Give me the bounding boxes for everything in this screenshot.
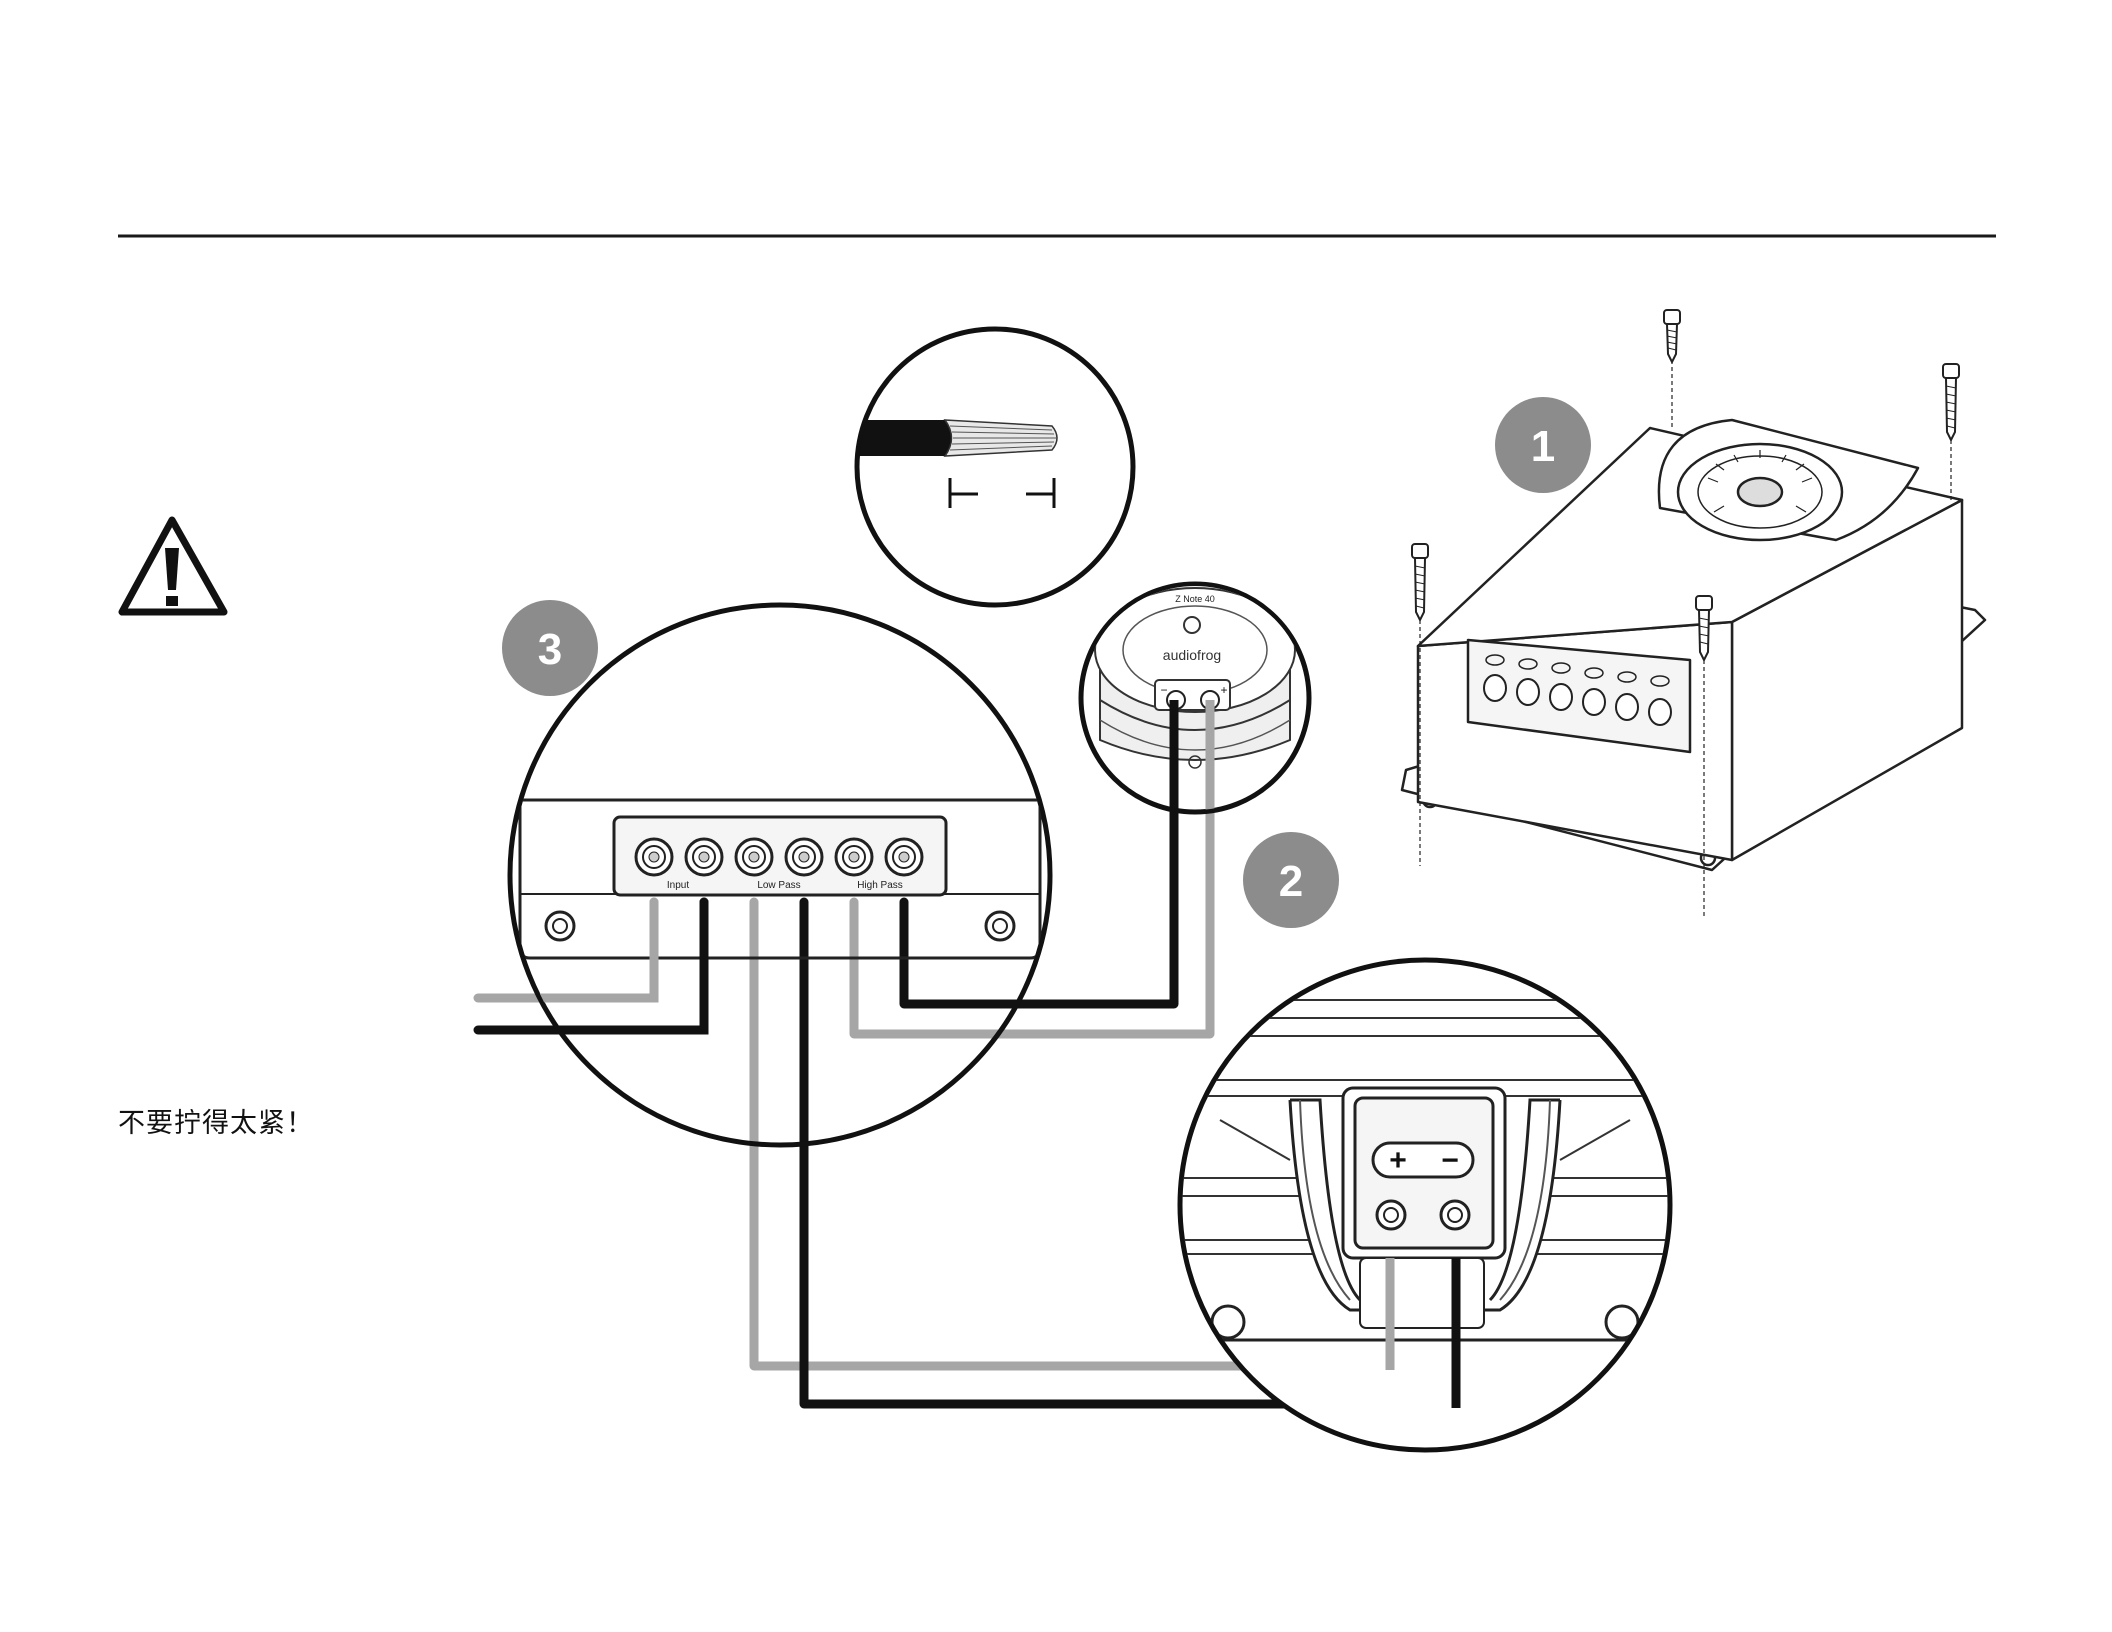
screw-icon	[1943, 364, 1959, 440]
step-badge-3: 3	[502, 600, 598, 696]
terminal-screw	[886, 839, 922, 875]
screw-icon	[1664, 310, 1680, 362]
woofer-terminal-closeup: + −	[1170, 960, 1680, 1450]
wire-strip-detail	[850, 329, 1133, 605]
input-wire-gray	[478, 902, 654, 998]
step-badge-2: 2	[1243, 832, 1339, 928]
screw-icon	[1412, 544, 1428, 620]
step-number-2: 2	[1279, 857, 1303, 906]
terminal-screw	[836, 839, 872, 875]
terminal-screw	[736, 839, 772, 875]
step-number-1: 1	[1531, 422, 1555, 471]
terminal-label-input: Input	[667, 880, 689, 891]
terminal-screw	[636, 839, 672, 875]
tweeter-closeup: Z Note 40 audiofrog − +	[1081, 575, 1309, 820]
tweeter-model: Z Note 40	[1175, 594, 1215, 604]
tweeter-plus-sign: +	[1220, 683, 1227, 697]
step-number-3: 3	[538, 625, 562, 674]
crossover-box-illustration	[1402, 420, 1985, 870]
warning-triangle-icon	[122, 520, 224, 612]
terminal-screw	[786, 839, 822, 875]
warning-text: 不要拧得太紧！	[118, 1101, 314, 1140]
woofer-minus-sign: −	[1441, 1144, 1459, 1177]
terminal-label-low-pass: Low Pass	[757, 880, 800, 891]
woofer-plus-sign: +	[1389, 1144, 1407, 1177]
tweeter-minus-sign: −	[1160, 683, 1167, 697]
tweeter-brand: audiofrog	[1163, 647, 1221, 663]
terminal-screw	[686, 839, 722, 875]
step-badge-1: 1	[1495, 397, 1591, 493]
terminal-label-high-pass: High Pass	[857, 880, 903, 891]
